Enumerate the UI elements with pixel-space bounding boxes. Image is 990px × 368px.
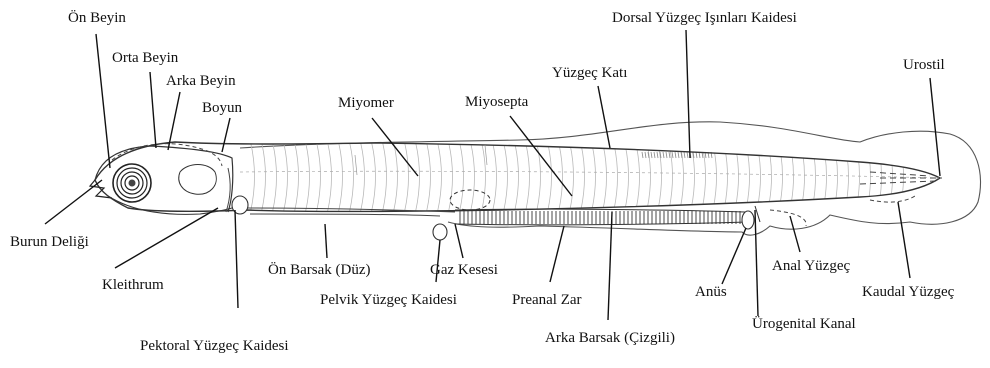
fin-fold <box>240 122 981 235</box>
label-gaz-kesesi: Gaz Kesesi <box>430 262 498 279</box>
label-boyun: Boyun <box>202 100 242 117</box>
label-yuzgec-kati: Yüzgeç Katı <box>552 65 627 82</box>
anus <box>742 211 754 229</box>
label-pelvik: Pelvik Yüzgeç Kaidesi <box>320 292 457 309</box>
label-burun-deligi: Burun Deliği <box>10 234 89 251</box>
label-on-barsak: Ön Barsak (Düz) <box>268 262 370 279</box>
hindgut-striations <box>460 211 740 224</box>
label-anus: Anüs <box>695 284 727 301</box>
label-urogenital: Ürogenital Kanal <box>752 316 856 333</box>
label-kaudal: Kaudal Yüzgeç <box>862 284 954 301</box>
label-kleithrum: Kleithrum <box>102 277 164 294</box>
label-urostil: Urostil <box>903 57 945 74</box>
caudal-fin-dashed <box>870 196 915 202</box>
label-pektoral: Pektoral Yüzgeç Kaidesi <box>140 338 289 355</box>
label-on-beyin: Ön Beyin <box>68 10 126 27</box>
label-dorsal: Dorsal Yüzgeç Işınları Kaidesi <box>612 10 797 27</box>
eye <box>113 164 151 202</box>
label-miyomer: Miyomer <box>338 95 394 112</box>
anal-fin-dashed <box>770 210 806 226</box>
label-arka-beyin: Arka Beyin <box>166 73 236 90</box>
label-miyosepta: Miyosepta <box>465 94 528 111</box>
notochord <box>240 171 940 178</box>
myomeres <box>250 140 904 214</box>
body-outline <box>95 142 940 212</box>
head-outline <box>95 146 233 212</box>
label-orta-beyin: Orta Beyin <box>112 50 178 67</box>
label-arka-barsak: Arka Barsak (Çizgili) <box>545 330 675 347</box>
label-preanal: Preanal Zar <box>512 292 582 309</box>
label-anal: Anal Yüzgeç <box>772 258 850 275</box>
hindbrain <box>179 165 217 195</box>
pelvic-fin-base <box>433 224 447 240</box>
